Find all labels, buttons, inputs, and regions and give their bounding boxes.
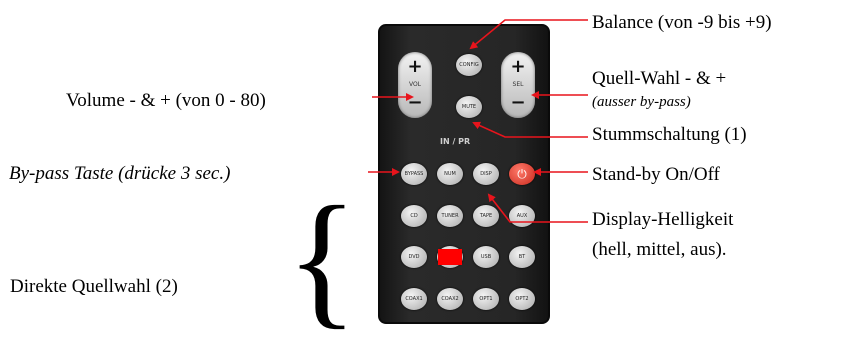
disp-button[interactable]: DISP bbox=[473, 163, 499, 185]
coax2-button[interactable]: COAX2 bbox=[437, 288, 463, 310]
aux-button[interactable]: AUX bbox=[509, 205, 535, 227]
config-button[interactable]: CONFIG bbox=[456, 54, 482, 76]
source-plus-icon[interactable]: + bbox=[510, 56, 526, 77]
dvd-button[interactable]: DVD bbox=[401, 246, 427, 268]
tuner-button[interactable]: TUNER bbox=[437, 205, 463, 227]
num-button[interactable]: NUM bbox=[437, 163, 463, 185]
volume-plus-icon[interactable]: + bbox=[407, 56, 423, 77]
display-note: (hell, mittel, aus). bbox=[592, 239, 727, 260]
usb-button[interactable]: USB bbox=[473, 246, 499, 268]
source-minus-icon[interactable]: − bbox=[510, 92, 526, 113]
cd-button[interactable]: CD bbox=[401, 205, 427, 227]
coax1-button[interactable]: COAX1 bbox=[401, 288, 427, 310]
volume-rocker[interactable]: + VOL − bbox=[398, 52, 432, 118]
display-label: Display-Helligkeit bbox=[592, 209, 734, 230]
source-rocker-label: SEL bbox=[512, 81, 524, 88]
bypass-button[interactable]: BYPASS bbox=[401, 163, 427, 185]
mute-button[interactable]: MUTE bbox=[456, 96, 482, 118]
source-select-rocker[interactable]: + SEL − bbox=[501, 52, 535, 118]
standby-label: Stand-by On/Off bbox=[592, 164, 720, 185]
in-pr-label: IN / PR bbox=[440, 137, 471, 146]
curly-brace: { bbox=[286, 176, 358, 342]
balance-label: Balance (von -9 bis +9) bbox=[592, 12, 772, 33]
bt-button[interactable]: BT bbox=[509, 246, 535, 268]
opt2-button[interactable]: OPT2 bbox=[509, 288, 535, 310]
quell-wahl-label: Quell-Wahl - & + bbox=[592, 68, 727, 89]
highlight-rectangle bbox=[438, 249, 462, 265]
quell-wahl-note: (ausser by-pass) bbox=[592, 94, 691, 110]
volume-rocker-label: VOL bbox=[408, 81, 422, 88]
volume-label: Volume - & + (von 0 - 80) bbox=[66, 90, 266, 111]
stummschaltung-label: Stummschaltung (1) bbox=[592, 124, 747, 145]
bypass-label: By-pass Taste (drücke 3 sec.) bbox=[9, 163, 231, 184]
direkte-quellwahl-label: Direkte Quellwahl (2) bbox=[10, 276, 178, 297]
power-button[interactable]: ⏻ bbox=[509, 163, 535, 185]
opt1-button[interactable]: OPT1 bbox=[473, 288, 499, 310]
volume-minus-icon[interactable]: − bbox=[407, 92, 423, 113]
tape-button[interactable]: TAPE bbox=[473, 205, 499, 227]
